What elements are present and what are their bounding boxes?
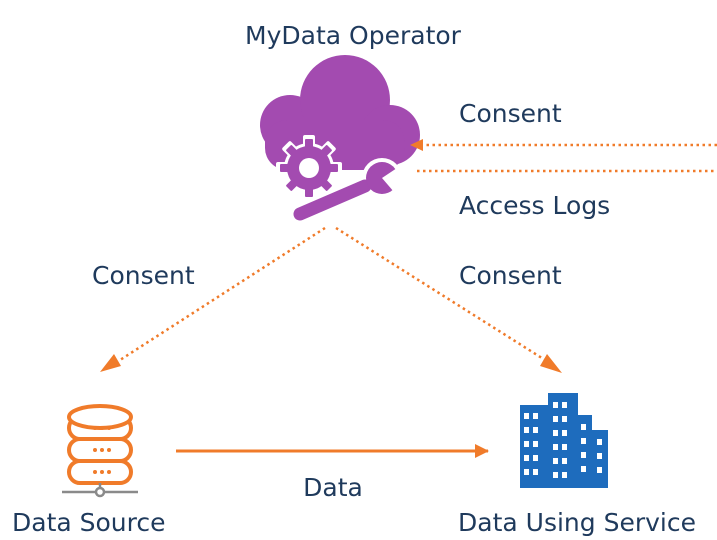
- consent-to-source-arrow: [100, 226, 326, 372]
- database-icon: [62, 404, 138, 498]
- data-flow-label: Data: [303, 473, 363, 502]
- source-label: Data Source: [12, 508, 166, 537]
- service-label: Data Using Service: [458, 508, 696, 537]
- consent-to-service-arrow: [335, 226, 562, 373]
- operator-label: MyData Operator: [245, 21, 462, 50]
- consent-in-arrow: [410, 139, 717, 151]
- access-logs-label: Access Logs: [459, 191, 610, 220]
- consent-to-source-label: Consent: [92, 261, 195, 290]
- consent-to-service-label: Consent: [459, 261, 562, 290]
- office-buildings-icon: [520, 393, 608, 488]
- cloud-gear-wrench-icon: [260, 55, 420, 224]
- consent-in-label: Consent: [459, 99, 562, 128]
